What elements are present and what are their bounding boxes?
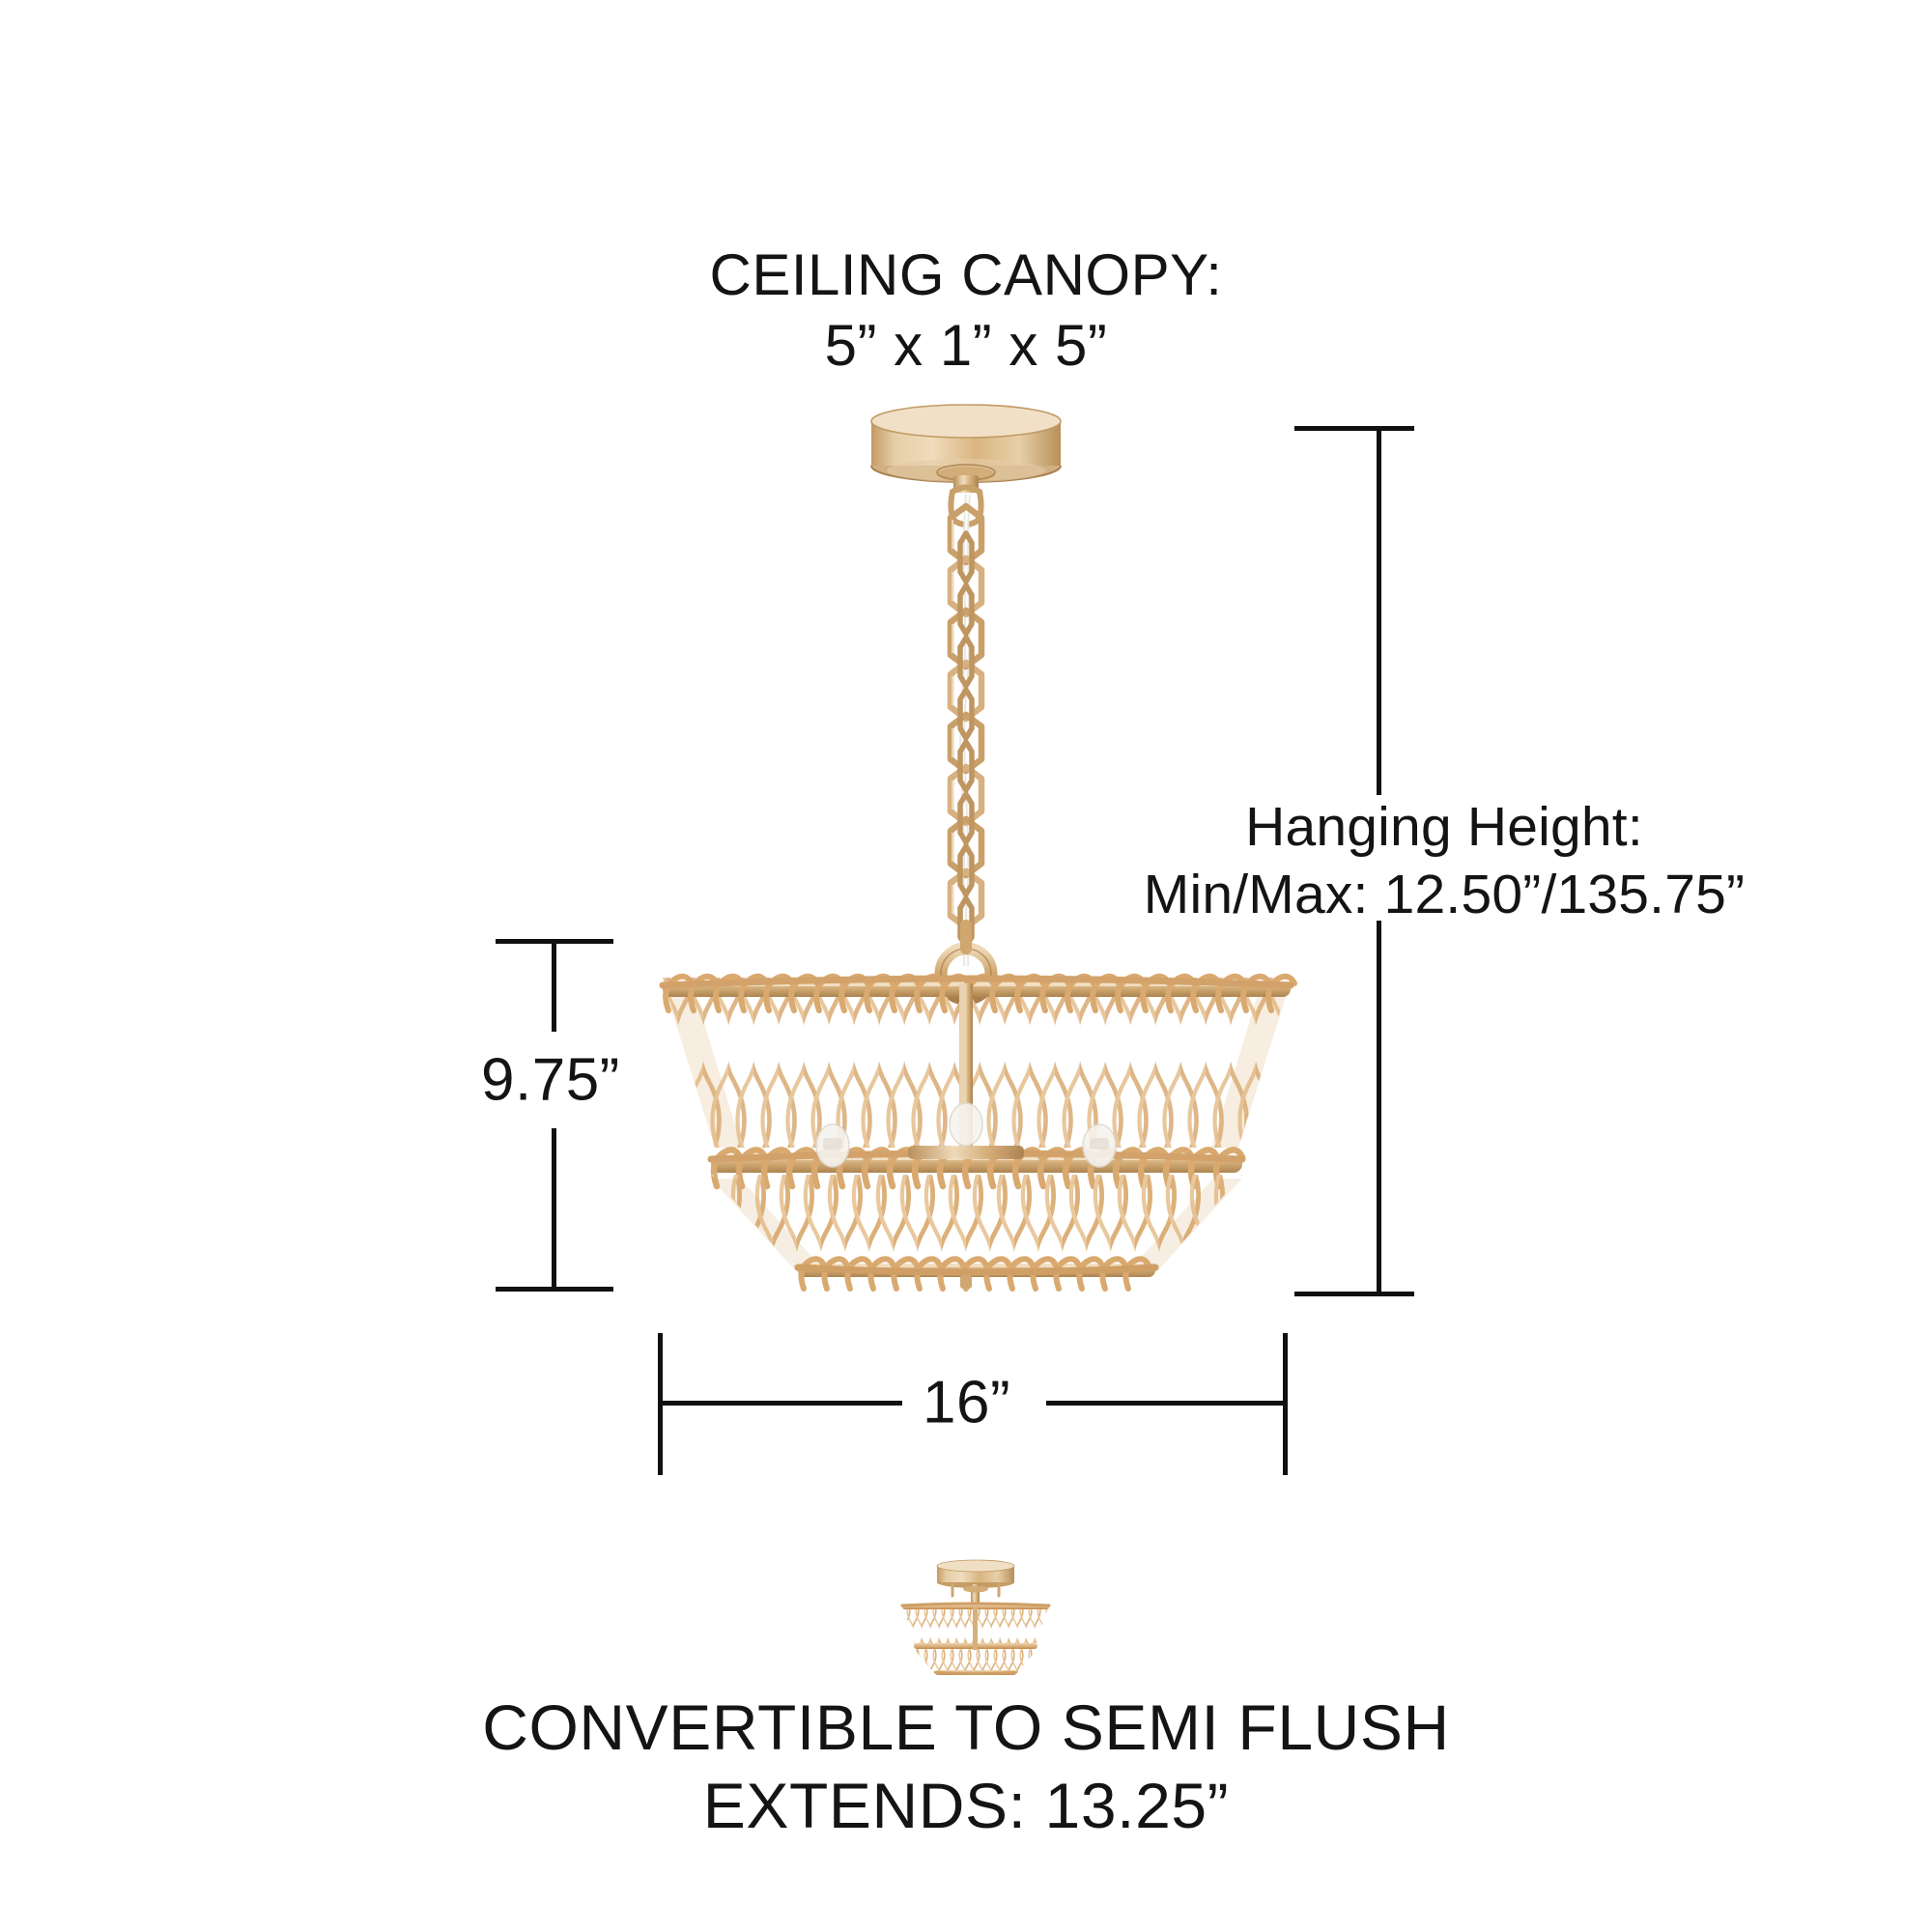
shade-bottom-rim — [794, 1256, 1159, 1292]
hanging-height-value: Min/Max: 12.50”/135.75” — [1143, 863, 1746, 925]
shade-top-rim — [659, 973, 1297, 1013]
semi-flush-configuration-thumbnail — [900, 1559, 1051, 1675]
shade-width-label: 16” — [923, 1369, 1011, 1436]
hanging-height-tick-bottom — [1294, 1292, 1414, 1296]
shade-width-tick-right — [1283, 1333, 1288, 1475]
shade-width-line-left — [658, 1401, 902, 1406]
shade-upper-tier — [663, 978, 1291, 1148]
shade-center-stem — [959, 983, 973, 1163]
shade-lower-tier — [711, 1175, 1242, 1273]
hanging-height-caption: Hanging Height: Min/Max: 12.50”/135.75” — [1135, 794, 1753, 928]
shade-suspension-ring — [934, 920, 998, 1006]
shade-height-label: 9.75” — [481, 1046, 620, 1114]
suspension-chain — [947, 494, 985, 967]
socket-cluster — [815, 1102, 1117, 1168]
shade-width-line-right — [1046, 1401, 1286, 1406]
shade-height-tick-bottom — [496, 1287, 613, 1292]
ceiling-canopy — [870, 404, 1062, 483]
hanging-height-line-lower — [1377, 921, 1381, 1293]
shade-height-line-upper — [552, 939, 556, 1032]
shade-middle-band — [707, 1147, 1246, 1190]
shade-height-line-lower — [552, 1128, 556, 1290]
ceiling-canopy-title: CEILING CANOPY: — [709, 242, 1223, 307]
ceiling-canopy-value: 5” x 1” x 5” — [824, 313, 1108, 379]
hanging-height-title: Hanging Height: — [1245, 796, 1643, 858]
hanging-height-line-upper — [1377, 426, 1381, 795]
convertible-value: EXTENDS: 13.25” — [702, 1769, 1230, 1841]
hanging-height-tick-top — [1294, 426, 1414, 431]
canopy-loop-hardware — [936, 464, 996, 527]
ceiling-canopy-caption: CEILING CANOPY: 5” x 1” x 5” — [0, 240, 1932, 381]
convertible-title: CONVERTIBLE TO SEMI FLUSH — [482, 1691, 1450, 1763]
convertible-caption: CONVERTIBLE TO SEMI FLUSH EXTENDS: 13.25… — [0, 1689, 1932, 1844]
